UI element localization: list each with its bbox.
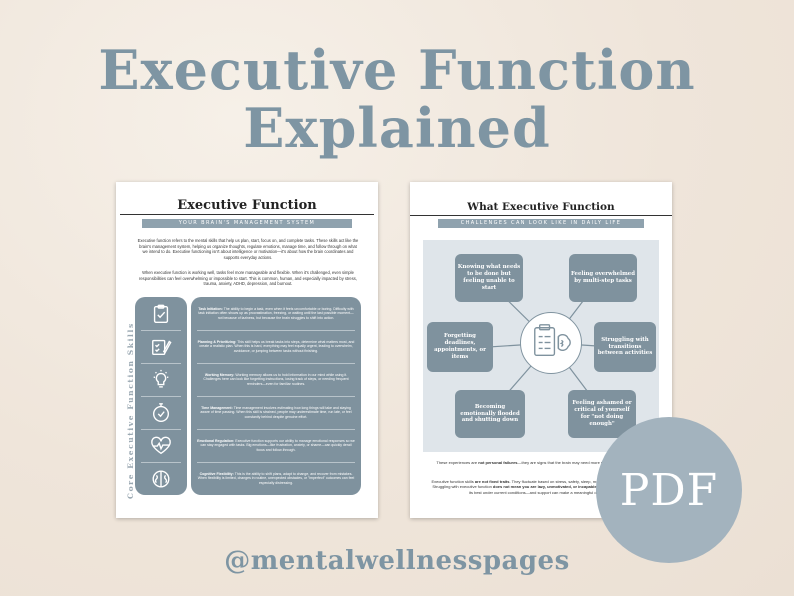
- footer-emphasis: not personal failures: [478, 460, 518, 465]
- clipboard-check-icon: [135, 297, 187, 330]
- pdf-badge-label: PDF: [619, 464, 719, 516]
- clipboard-brain-icon: [534, 324, 571, 356]
- lightbulb-icon: [135, 363, 187, 396]
- skill-name: Task Initiation:: [198, 306, 223, 311]
- icon-divider: [141, 330, 181, 331]
- skill-icon-column: [135, 297, 187, 495]
- skill-cognitive-flexibility: Cognitive Flexibility: This is the abili…: [197, 462, 355, 495]
- hero-title-line1: Executive Function: [98, 38, 696, 102]
- skill-time-management: Time Management: Time management involve…: [197, 396, 355, 429]
- left-page-title: Executive Function: [177, 198, 317, 213]
- skill-name: Working Memory:: [204, 372, 235, 377]
- intro-paragraph-1: Executive function refers to the mental …: [137, 238, 359, 260]
- footer-text: These experiences are: [436, 460, 479, 465]
- icon-divider: [141, 429, 181, 430]
- diagram-hub: [520, 312, 582, 374]
- footer-paragraph-1: These experiences are not personal failu…: [430, 460, 652, 465]
- challenge-node-5: Becoming emotionally flooded and shuttin…: [455, 390, 525, 438]
- footer-text: . They fluctuate based on stress, safety…: [432, 479, 651, 490]
- core-skills-vertical-label: Core Executive Function Skills: [126, 322, 135, 499]
- footer-text: —they are signs that the brain may need …: [517, 460, 646, 465]
- challenges-diagram: Knowing what needs to be done but feelin…: [423, 240, 659, 452]
- heartbeat-icon: [135, 429, 187, 462]
- pdf-badge: PDF: [596, 417, 742, 563]
- footer-text: Executive function skills: [431, 479, 475, 484]
- challenge-node-2: Feeling overwhelmed by multi-step tasks: [569, 254, 637, 302]
- skill-text: This skill helps us break tasks into ste…: [199, 339, 355, 353]
- skill-divider: [197, 396, 355, 397]
- footer-emphasis: are not fixed traits: [474, 479, 510, 484]
- skill-planning: Planning & Prioritizing: This skill help…: [197, 330, 355, 363]
- hero-title-line2: Explained: [243, 96, 551, 160]
- challenge-node-6: Feeling ashamed or critical of yourself …: [568, 390, 636, 438]
- footer-emphasis: does not mean you are lazy, unmotivated,…: [492, 484, 597, 490]
- skill-text: Executive function supports our ability …: [200, 438, 355, 452]
- skill-divider: [197, 330, 355, 331]
- icon-divider: [141, 462, 181, 463]
- skills-description-panel: Task Initiation: The ability to begin a …: [191, 297, 361, 495]
- skill-text: The ability to begin a task, even when i…: [198, 306, 354, 320]
- challenge-node-1: Knowing what needs to be done but feelin…: [455, 254, 523, 302]
- challenge-node-3: Forgetting deadlines, appointments, or i…: [427, 322, 493, 372]
- icon-divider: [141, 363, 181, 364]
- left-page-preview: Executive Function YOUR BRAIN'S MANAGEME…: [116, 182, 378, 518]
- intro-paragraph-2: When executive function is working well,…: [139, 270, 357, 287]
- checklist-pencil-icon: [135, 330, 187, 363]
- icon-divider: [141, 396, 181, 397]
- challenge-node-4: Struggling with transitions between acti…: [594, 322, 656, 372]
- skill-name: Emotional Regulation:: [197, 438, 235, 443]
- skill-task-initiation: Task Initiation: The ability to begin a …: [197, 297, 355, 330]
- skill-text: Working memory allows us to hold informa…: [203, 372, 349, 386]
- title-rule: [120, 214, 374, 215]
- right-page-preview: What Executive Function CHALLENGES CAN L…: [410, 182, 672, 518]
- skill-working-memory: Working Memory: Working memory allows us…: [197, 363, 355, 396]
- skill-name: Time Management:: [201, 405, 233, 410]
- skill-name: Cognitive Flexibility:: [199, 471, 234, 476]
- skill-divider: [197, 462, 355, 463]
- title-rule: [410, 215, 672, 216]
- skill-name: Planning & Prioritizing:: [197, 339, 237, 344]
- skill-divider: [197, 363, 355, 364]
- skill-text: Time management involves estimating how …: [200, 405, 352, 419]
- brain-icon: [135, 462, 187, 495]
- skill-text: This is the ability to shift plans, adap…: [197, 471, 355, 485]
- stopwatch-icon: [135, 396, 187, 429]
- brand-handle: @mentalwellnesspages: [224, 546, 570, 576]
- skill-divider: [197, 429, 355, 430]
- right-page-banner: CHALLENGES CAN LOOK LIKE IN DAILY LIFE: [438, 219, 644, 228]
- skill-emotional-regulation: Emotional Regulation: Executive function…: [197, 429, 355, 462]
- right-page-title: What Executive Function: [467, 201, 615, 213]
- left-page-banner: YOUR BRAIN'S MANAGEMENT SYSTEM: [142, 219, 352, 228]
